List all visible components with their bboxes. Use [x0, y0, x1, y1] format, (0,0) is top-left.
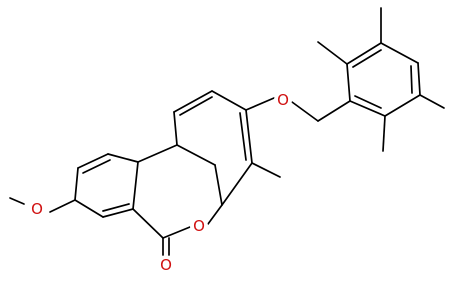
bond [49, 199, 76, 213]
bond [132, 208, 164, 239]
bond [382, 115, 386, 152]
bond [211, 90, 247, 111]
bond [384, 94, 421, 117]
bond [317, 41, 348, 65]
carbonyl-oxygen: O [157, 256, 175, 274]
methoxy-oxygen-label: O [31, 200, 43, 218]
bond [410, 65, 413, 94]
bond [132, 161, 139, 210]
bond [352, 49, 382, 68]
bond [102, 203, 130, 212]
atom-labels: O O O O [28, 91, 292, 274]
bond [245, 109, 253, 164]
bond [176, 144, 216, 166]
bond [380, 42, 419, 64]
bond [346, 63, 351, 102]
methoxy-oxygen: O [28, 200, 46, 218]
bond [245, 97, 275, 111]
bond [82, 159, 111, 174]
ether-oxygen: O [274, 91, 292, 109]
bond [74, 167, 79, 201]
bond [346, 42, 382, 65]
bond [419, 94, 445, 109]
ring-oxygen: O [190, 217, 208, 235]
ether-oxygen-label: O [277, 91, 289, 109]
bond [179, 96, 213, 116]
bond [107, 153, 139, 163]
bond [214, 164, 223, 206]
bond [137, 144, 178, 163]
bond [207, 204, 223, 225]
bond [102, 208, 134, 218]
bond [417, 62, 421, 96]
carbonyl-oxygen-label: O [160, 256, 172, 274]
bond [162, 226, 191, 239]
bond [349, 100, 386, 117]
bond-lines [9, 7, 445, 256]
bond [9, 197, 25, 205]
bond [173, 111, 178, 146]
bond [173, 90, 213, 113]
bond [291, 101, 319, 122]
ring-oxygen-label: O [193, 217, 205, 235]
bond [251, 162, 281, 178]
bond [239, 112, 247, 161]
bond [317, 100, 351, 122]
bond [77, 153, 109, 169]
bond [354, 95, 382, 109]
bond [221, 162, 253, 206]
bond [74, 199, 104, 218]
